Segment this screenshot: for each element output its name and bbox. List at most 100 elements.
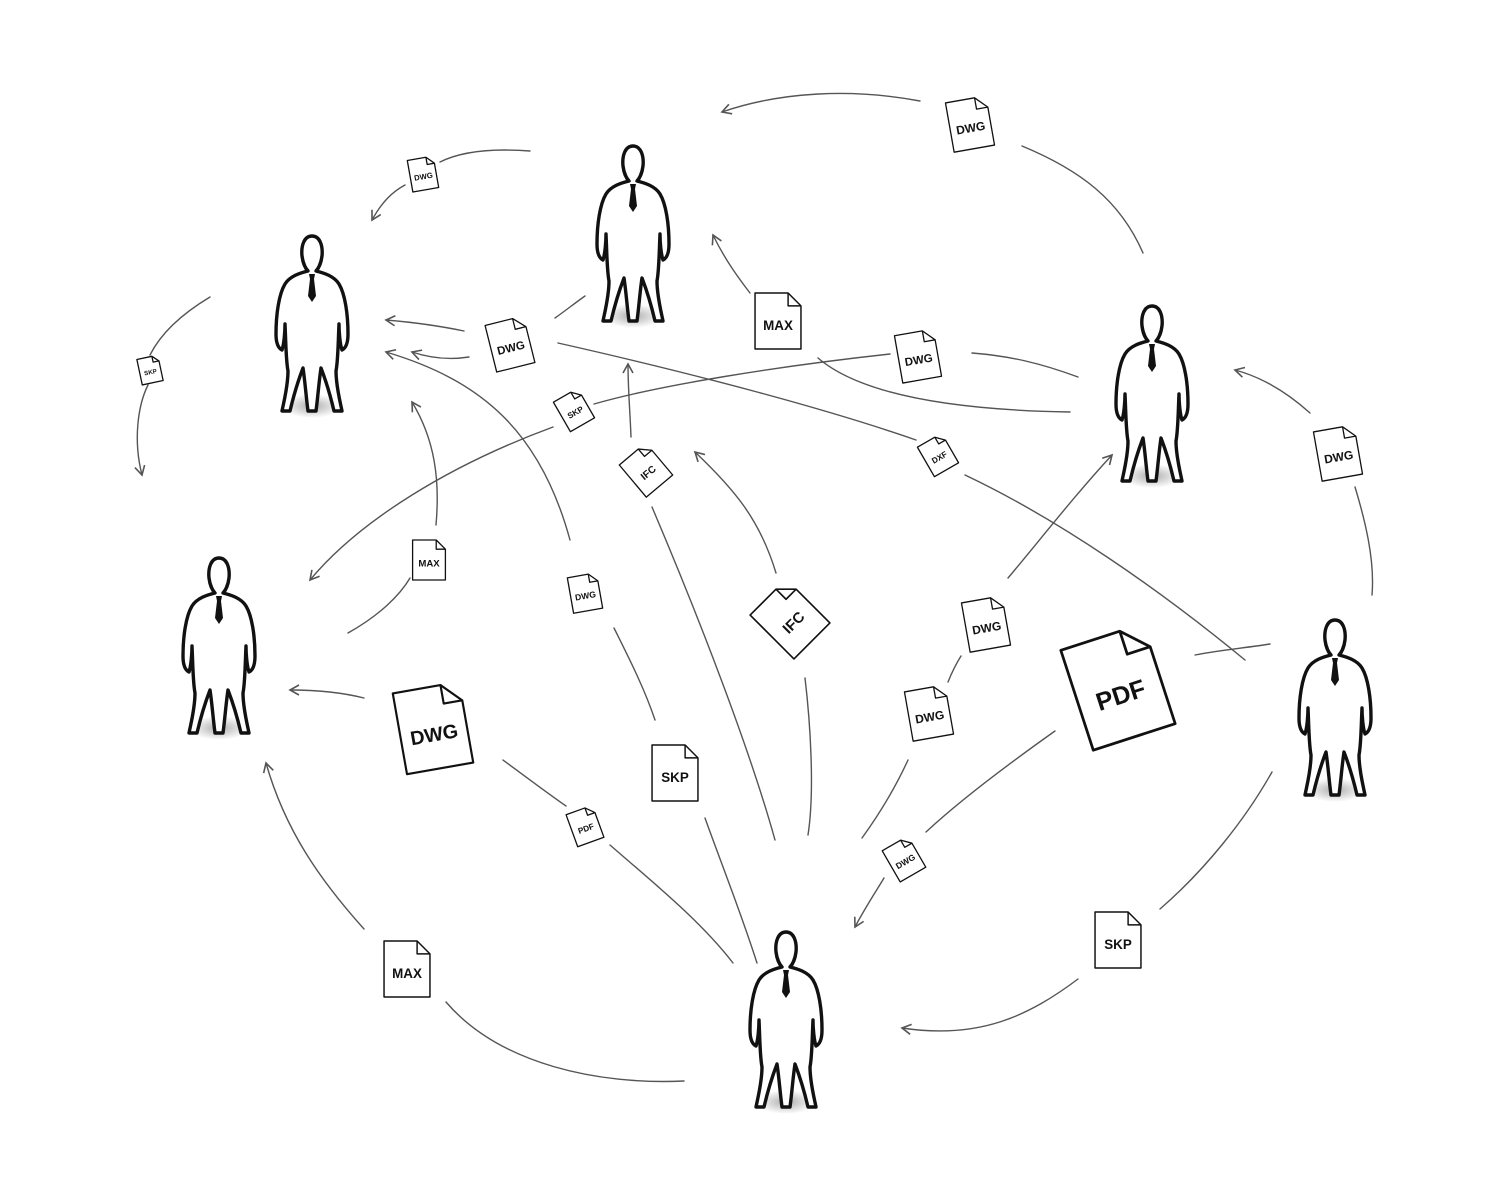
transfer-line xyxy=(613,627,656,721)
file-icon-skp: SKP xyxy=(136,355,164,386)
transfer-arrow xyxy=(622,362,634,438)
file-label: MAX xyxy=(392,966,422,981)
transfer-line xyxy=(593,353,891,405)
file-page xyxy=(136,355,164,386)
file-page xyxy=(754,292,802,350)
file-corner-fold xyxy=(439,684,463,705)
file-icon-skp: SKP xyxy=(651,744,699,802)
file-label: DWG xyxy=(574,589,597,603)
file-page xyxy=(749,588,831,660)
person-body xyxy=(1114,304,1190,483)
file-corner-fold xyxy=(637,448,653,458)
transfer-line xyxy=(817,357,1071,413)
transfer-line xyxy=(704,817,758,964)
transfer-line xyxy=(1159,771,1273,910)
file-corner-fold xyxy=(989,597,1004,610)
file-page xyxy=(916,436,960,478)
file-corner-fold xyxy=(973,97,988,110)
exchange-arrows xyxy=(134,92,1374,1083)
transfer-line xyxy=(804,677,813,836)
file-page xyxy=(903,686,955,742)
file-page xyxy=(960,597,1012,653)
file-corner-fold xyxy=(932,686,947,699)
file-page xyxy=(893,330,943,384)
tie-icon xyxy=(215,596,223,624)
transfer-arrow xyxy=(288,684,365,699)
file-icon-ifc: IFC xyxy=(618,448,674,498)
file-icon-dwg: DWG xyxy=(484,317,536,373)
file-page xyxy=(566,573,604,614)
people-group xyxy=(181,144,1373,1114)
file-icon-max: MAX xyxy=(383,940,431,998)
person-body xyxy=(181,556,257,735)
file-corner-fold xyxy=(570,391,582,400)
transfer-line xyxy=(1354,486,1374,596)
file-label: DWG xyxy=(413,171,433,183)
transfer-line xyxy=(347,577,411,634)
file-page xyxy=(565,807,605,848)
file-icon-max: MAX xyxy=(754,292,802,350)
file-icon-max: MAX xyxy=(411,539,447,581)
file-icon-ifc: IFC xyxy=(749,588,831,660)
file-icon-dwg: DWG xyxy=(881,839,927,883)
file-page xyxy=(552,391,596,433)
transfer-line xyxy=(554,295,586,319)
file-corner-fold xyxy=(921,330,936,343)
tie-icon xyxy=(1148,344,1156,372)
file-icon-pdf: PDF xyxy=(565,807,605,848)
file-corner-fold xyxy=(435,540,446,550)
tie-icon xyxy=(782,970,790,998)
transfer-arrow xyxy=(900,978,1079,1035)
person-body xyxy=(748,930,824,1109)
transfer-arrow xyxy=(1007,453,1114,579)
file-page xyxy=(651,744,699,802)
transfer-line xyxy=(925,730,1056,833)
person-body xyxy=(274,234,350,413)
file-corner-fold xyxy=(511,318,527,330)
file-corner-fold xyxy=(900,839,913,848)
transfer-line xyxy=(1021,145,1144,254)
person-far-right-figure xyxy=(1297,618,1373,802)
file-corner-fold xyxy=(787,293,801,307)
file-corner-fold xyxy=(684,745,698,759)
file-page xyxy=(881,839,927,883)
transfer-line xyxy=(439,149,531,163)
transfer-arrow xyxy=(308,426,554,582)
file-icon-dwg: DWG xyxy=(391,683,475,776)
file-corner-fold xyxy=(1127,912,1141,926)
transfer-arrow xyxy=(371,184,406,222)
transfer-line xyxy=(861,759,909,839)
file-corner-fold xyxy=(775,588,797,601)
person-top-center-figure xyxy=(595,144,671,328)
file-page xyxy=(484,317,536,373)
file-icon-skp: SKP xyxy=(1094,911,1142,969)
file-icon-pdf: PDF xyxy=(1059,629,1177,752)
tie-icon xyxy=(629,184,637,212)
transfer-line xyxy=(1194,643,1271,656)
file-label: DWG xyxy=(971,619,1002,638)
file-corner-fold xyxy=(425,157,435,166)
file-page xyxy=(1312,426,1364,482)
file-corner-fold xyxy=(1341,426,1356,439)
file-icon-skp: SKP xyxy=(552,391,596,433)
file-page xyxy=(1094,911,1142,969)
file-icon-dwg: DWG xyxy=(903,686,955,742)
file-label: MAX xyxy=(763,318,793,333)
person-left-figure xyxy=(181,556,257,740)
transfer-line xyxy=(557,342,917,441)
file-icon-dwg: DWG xyxy=(406,156,440,193)
transfer-arrow xyxy=(711,233,751,294)
file-corner-fold xyxy=(1118,630,1151,656)
transfer-line xyxy=(971,352,1079,378)
file-page xyxy=(944,97,996,153)
person-body xyxy=(1297,618,1373,797)
transfer-arrow xyxy=(693,450,777,574)
file-label: SKP xyxy=(661,770,689,785)
file-page xyxy=(406,156,440,193)
transfer-arrow xyxy=(384,315,465,332)
file-label: MAX xyxy=(418,559,440,570)
transfer-arrow xyxy=(134,384,149,477)
file-icon-dwg: DWG xyxy=(893,330,943,384)
